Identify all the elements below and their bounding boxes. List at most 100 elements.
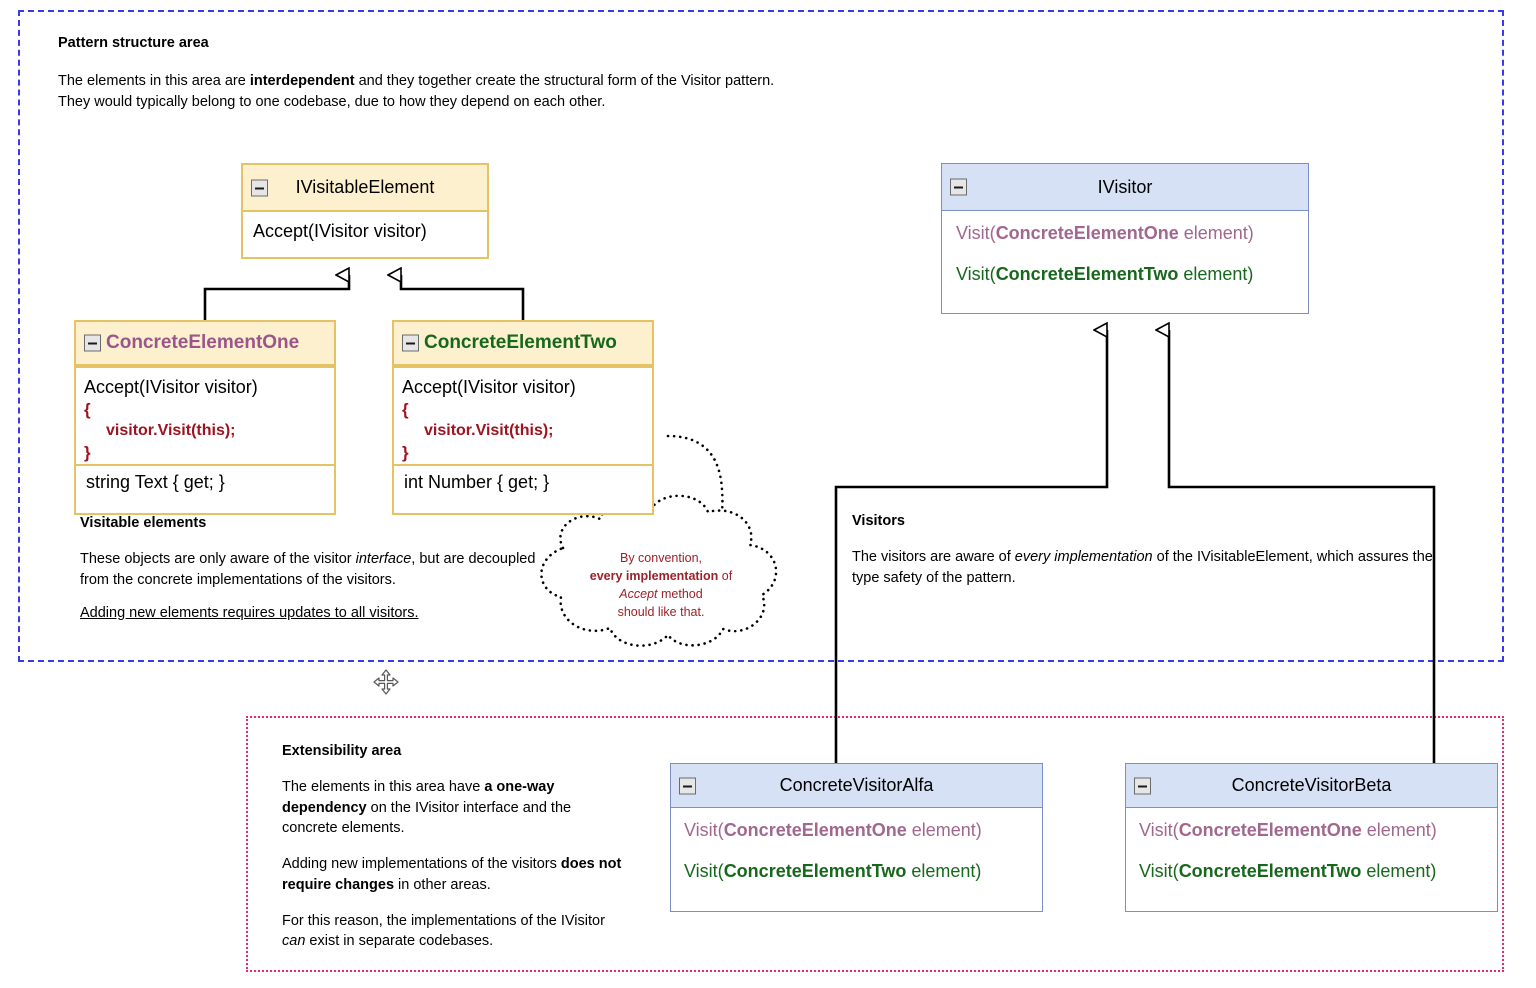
extensibility-note-p1: The elements in this area have a one-way…: [282, 777, 622, 838]
sig-suffix: element): [1178, 264, 1254, 284]
visitable-note-p1-b: interface: [355, 551, 412, 568]
brace-open: {: [84, 400, 91, 420]
sig-prefix: Visit(: [684, 820, 724, 840]
collapse-minus-icon[interactable]: [1134, 777, 1151, 794]
method-visit-elementone: Visit(ConcreteElementOne element): [684, 820, 1042, 841]
class-header-concreteelementone: ConcreteElementOne: [76, 322, 334, 366]
sig-type: ConcreteElementTwo: [1178, 861, 1362, 881]
sig-prefix: Visit(: [1139, 820, 1179, 840]
visitors-note-p1-c: of the IVisitableElement, which assures …: [852, 549, 1433, 586]
pattern-structure-p1-a: The elements in this area are: [58, 73, 250, 90]
statement-visitor-visit: visitor.Visit(this);: [424, 422, 554, 440]
cloud-line-3-italic: Accept: [619, 587, 658, 601]
class-header-concreteelementtwo: ConcreteElementTwo: [394, 322, 652, 366]
visitable-note-p2: Adding new elements requires updates to …: [80, 604, 419, 621]
class-box-ivisitor[interactable]: IVisitor Visit(ConcreteElementOne elemen…: [941, 163, 1309, 314]
cloud-line-3: Accept method: [619, 585, 702, 603]
ext-p1-a: The elements in this area have: [282, 779, 485, 796]
brace-close: }: [402, 443, 409, 463]
class-box-concretevisitoralfa[interactable]: ConcreteVisitorAlfa Visit(ConcreteElemen…: [670, 763, 1043, 912]
extensibility-note: Extensibility area The elements in this …: [282, 742, 622, 968]
sig-type: ConcreteElementTwo: [995, 264, 1179, 284]
class-methods-ivisitor: Visit(ConcreteElementOne element) Visit(…: [942, 211, 1308, 285]
ext-p2-a: Adding new implementations of the visito…: [282, 856, 561, 873]
class-title-concretevisitorbeta: ConcreteVisitorBeta: [1231, 775, 1392, 795]
class-methods-concretevisitorbeta: Visit(ConcreteElementOne element) Visit(…: [1126, 808, 1497, 882]
visitors-note-p1-a: The visitors are aware of: [852, 549, 1015, 566]
visitable-elements-note: Visitable elements These objects are onl…: [80, 514, 550, 623]
sig-type: ConcreteElementOne: [1178, 820, 1362, 840]
extensibility-note-p2: Adding new implementations of the visito…: [282, 854, 622, 895]
collapse-minus-icon[interactable]: [950, 178, 967, 196]
class-title-ivisitableelement: IVisitableElement: [295, 177, 435, 197]
class-box-concretevisitorbeta[interactable]: ConcreteVisitorBeta Visit(ConcreteElemen…: [1125, 763, 1498, 912]
sig-prefix: Visit(: [1139, 861, 1179, 881]
sig-suffix: element): [906, 861, 982, 881]
brace-open: {: [402, 400, 409, 420]
sig-suffix: element): [1361, 861, 1437, 881]
statement-visitor-visit: visitor.Visit(this);: [106, 422, 236, 440]
pattern-structure-p1-c: and they together create the structural …: [354, 73, 775, 90]
class-title-concretevisitoralfa: ConcreteVisitorAlfa: [779, 775, 934, 795]
method-visit-elementone: Visit(ConcreteElementOne element): [956, 223, 1308, 244]
sig-type: ConcreteElementOne: [995, 223, 1179, 243]
sig-prefix: Visit(: [956, 223, 996, 243]
pattern-structure-p2: They would typically belong to one codeb…: [58, 94, 606, 111]
class-box-concreteelementtwo[interactable]: ConcreteElementTwo Accept(IVisitor visit…: [392, 320, 654, 515]
visitors-note-p1-b: every implementation: [1014, 549, 1153, 566]
convention-cloud-callout: By convention, every implementation of A…: [521, 524, 801, 646]
class-header-ivisitor: IVisitor: [942, 164, 1308, 211]
visitable-note-paragraph: These objects are only aware of the visi…: [80, 549, 550, 590]
visitable-note-p1-c: , but are decoupled from the concrete im…: [80, 551, 536, 588]
collapse-minus-icon[interactable]: [84, 334, 101, 352]
visitors-note: Visitors The visitors are aware of every…: [852, 512, 1452, 589]
method-visit-elementone: Visit(ConcreteElementOne element): [1139, 820, 1497, 841]
visitable-note-title: Visitable elements: [80, 515, 207, 531]
class-header-ivisitableelement: IVisitableElement: [243, 165, 487, 212]
class-title-concreteelementtwo: ConcreteElementTwo: [424, 332, 617, 353]
sig-type: ConcreteElementOne: [723, 820, 907, 840]
class-method-ivisitableelement: Accept(IVisitor visitor): [253, 221, 427, 241]
pattern-structure-text-block: Pattern structure area The elements in t…: [58, 34, 1058, 113]
pattern-structure-p1-b: interdependent: [249, 73, 355, 90]
cloud-line-2: every implementation of: [590, 567, 732, 585]
class-header-concretevisitoralfa: ConcreteVisitorAlfa: [671, 764, 1042, 808]
class-methods-concretevisitoralfa: Visit(ConcreteElementOne element) Visit(…: [671, 808, 1042, 882]
move-cursor-icon: [372, 668, 400, 696]
method-visit-elementtwo: Visit(ConcreteElementTwo element): [684, 861, 1042, 882]
cloud-line-1: By convention,: [620, 550, 702, 565]
ext-p2-b: does not require changes: [282, 856, 622, 893]
collapse-minus-icon[interactable]: [679, 777, 696, 794]
cloud-line-2-rest: of: [718, 568, 733, 583]
method-visit-elementtwo: Visit(ConcreteElementTwo element): [1139, 861, 1497, 882]
method-accept-signature: Accept(IVisitor visitor): [402, 377, 576, 397]
convention-cloud-text: By convention, every implementation of A…: [521, 524, 801, 646]
sig-suffix: element): [906, 820, 982, 840]
ext-p1-c: on the IVisitor interface and the concre…: [282, 799, 572, 837]
class-box-ivisitableelement[interactable]: IVisitableElement Accept(IVisitor visito…: [241, 163, 489, 259]
pattern-structure-title: Pattern structure area: [58, 35, 209, 51]
sig-suffix: element): [1178, 223, 1254, 243]
ext-p1-b: a one-way dependency: [282, 779, 555, 816]
sig-prefix: Visit(: [684, 861, 724, 881]
cloud-line-4: should like that.: [617, 605, 705, 620]
visitable-note-p1-a: These objects are only aware of the visi…: [80, 551, 356, 568]
extensibility-note-p3: For this reason, the implementations of …: [282, 911, 622, 952]
sig-type: ConcreteElementTwo: [723, 861, 907, 881]
class-title-ivisitor: IVisitor: [1097, 176, 1153, 197]
pattern-structure-area-region[interactable]: [18, 10, 1504, 662]
sig-suffix: element): [1361, 820, 1437, 840]
ext-p3-b: can: [282, 933, 306, 950]
class-property-concreteelementone: string Text { get; }: [76, 464, 334, 493]
class-header-concretevisitorbeta: ConcreteVisitorBeta: [1126, 764, 1497, 808]
class-box-concreteelementone[interactable]: ConcreteElementOne Accept(IVisitor visit…: [74, 320, 336, 515]
method-accept-signature: Accept(IVisitor visitor): [84, 377, 258, 397]
collapse-minus-icon[interactable]: [251, 179, 268, 196]
collapse-minus-icon[interactable]: [402, 334, 419, 352]
extensibility-note-title: Extensibility area: [282, 743, 402, 759]
sig-prefix: Visit(: [956, 264, 996, 284]
class-method-body-concreteelementone: Accept(IVisitor visitor) { visitor.Visit…: [76, 366, 334, 464]
cloud-line-2-bold: every implementation: [589, 568, 719, 583]
brace-close: }: [84, 443, 91, 463]
